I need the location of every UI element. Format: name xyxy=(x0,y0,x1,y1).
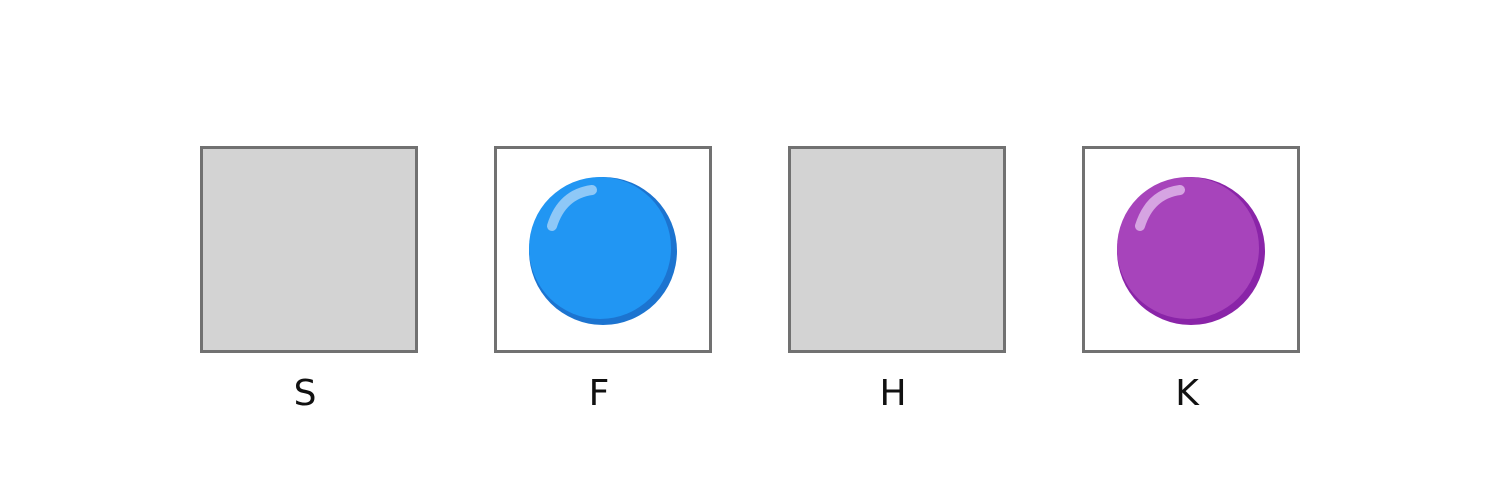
slot-s[interactable]: S xyxy=(200,146,418,414)
slot-label: K xyxy=(1175,373,1199,414)
blue-ball-graphic xyxy=(529,177,677,325)
blue-ball-icon[interactable] xyxy=(528,176,678,326)
slot-label: S xyxy=(293,373,317,414)
empty-box[interactable] xyxy=(200,146,418,353)
filled-box[interactable] xyxy=(494,146,712,353)
slot-k[interactable]: K xyxy=(1082,146,1300,414)
slot-h[interactable]: H xyxy=(788,146,1006,414)
slot-label: F xyxy=(588,373,610,414)
empty-box[interactable] xyxy=(788,146,1006,353)
purple-ball-icon[interactable] xyxy=(1116,176,1266,326)
filled-box[interactable] xyxy=(1082,146,1300,353)
purple-ball-graphic xyxy=(1117,177,1265,325)
slot-f[interactable]: F xyxy=(494,146,712,414)
slot-label: H xyxy=(879,373,907,414)
